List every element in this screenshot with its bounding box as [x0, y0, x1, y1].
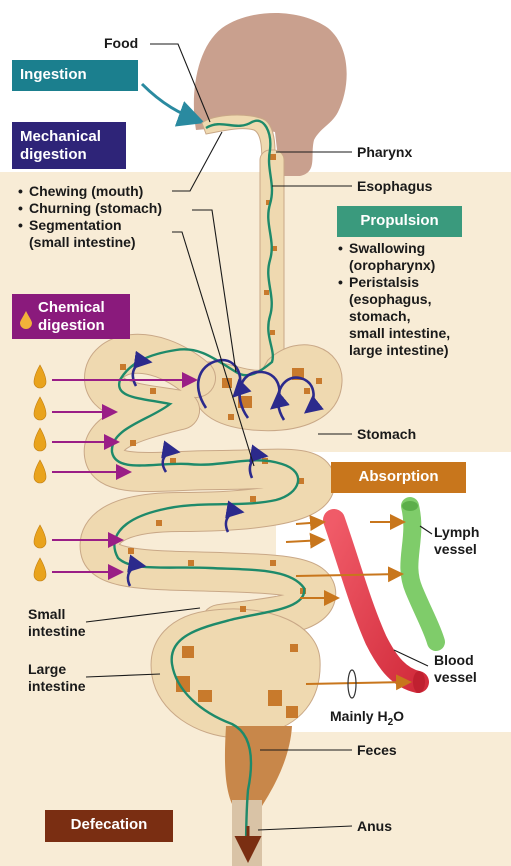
pharynx-label: Pharynx: [357, 144, 412, 161]
lymph-vessel-line-1: Lymph: [434, 524, 479, 541]
large-intestine-label: Large intestine: [28, 661, 86, 695]
large-intestine-line-2: intestine: [28, 678, 86, 695]
defecation-label-box: Defecation: [45, 810, 173, 842]
mainly-water-prefix: Mainly H: [330, 708, 388, 724]
small-intestine-line-1: Small: [28, 606, 86, 623]
enzyme-drop-icon: [20, 311, 32, 329]
feces-label: Feces: [357, 742, 397, 759]
chemical-digestion-label-box: Chemical digestion: [12, 294, 130, 339]
defecation-label: Defecation: [53, 816, 165, 834]
mechanical-digestion-line-1: Mechanical: [20, 128, 118, 146]
lymph-vessel-label: Lymph vessel: [434, 524, 479, 558]
mechanical-item-chewing: Chewing (mouth): [18, 183, 162, 200]
mechanical-digestion-line-2: digestion: [20, 146, 118, 164]
chemical-digestion-line-1: Chemical: [38, 299, 122, 317]
propulsion-label: Propulsion: [345, 212, 454, 230]
blood-vessel-label: Blood vessel: [434, 652, 477, 686]
absorption-label: Absorption: [339, 468, 458, 486]
ingestion-label-box: Ingestion: [12, 60, 138, 91]
propulsion-label-box: Propulsion: [337, 206, 462, 237]
large-intestine-line-1: Large: [28, 661, 86, 678]
propulsion-item-peristalsis: Peristalsis (esophagus, stomach, small i…: [338, 274, 450, 359]
propulsion-list: Swallowing (oropharynx) Peristalsis (eso…: [338, 240, 450, 359]
small-intestine-line-2: intestine: [28, 623, 86, 640]
food-label: Food: [104, 35, 138, 52]
anus-label: Anus: [357, 818, 392, 835]
lymph-vessel-line-2: vessel: [434, 541, 479, 558]
ingestion-label: Ingestion: [20, 66, 130, 84]
blood-vessel-line-1: Blood: [434, 652, 477, 669]
mainly-water-suffix: O: [393, 708, 404, 724]
absorption-label-box: Absorption: [331, 462, 466, 493]
stomach-label: Stomach: [357, 426, 416, 443]
small-intestine-label: Small intestine: [28, 606, 86, 640]
mechanical-item-churning: Churning (stomach): [18, 200, 162, 217]
blood-vessel-line-2: vessel: [434, 669, 477, 686]
mechanical-digestion-label-box: Mechanical digestion: [12, 122, 126, 169]
chemical-digestion-line-2: digestion: [38, 317, 122, 335]
propulsion-item-swallowing: Swallowing (oropharynx): [338, 240, 450, 274]
mechanical-digestion-list: Chewing (mouth) Churning (stomach) Segme…: [18, 183, 162, 251]
esophagus-label: Esophagus: [357, 178, 432, 195]
mechanical-item-segmentation: Segmentation (small intestine): [18, 217, 162, 251]
mainly-water-label: Mainly H2O: [330, 708, 404, 731]
